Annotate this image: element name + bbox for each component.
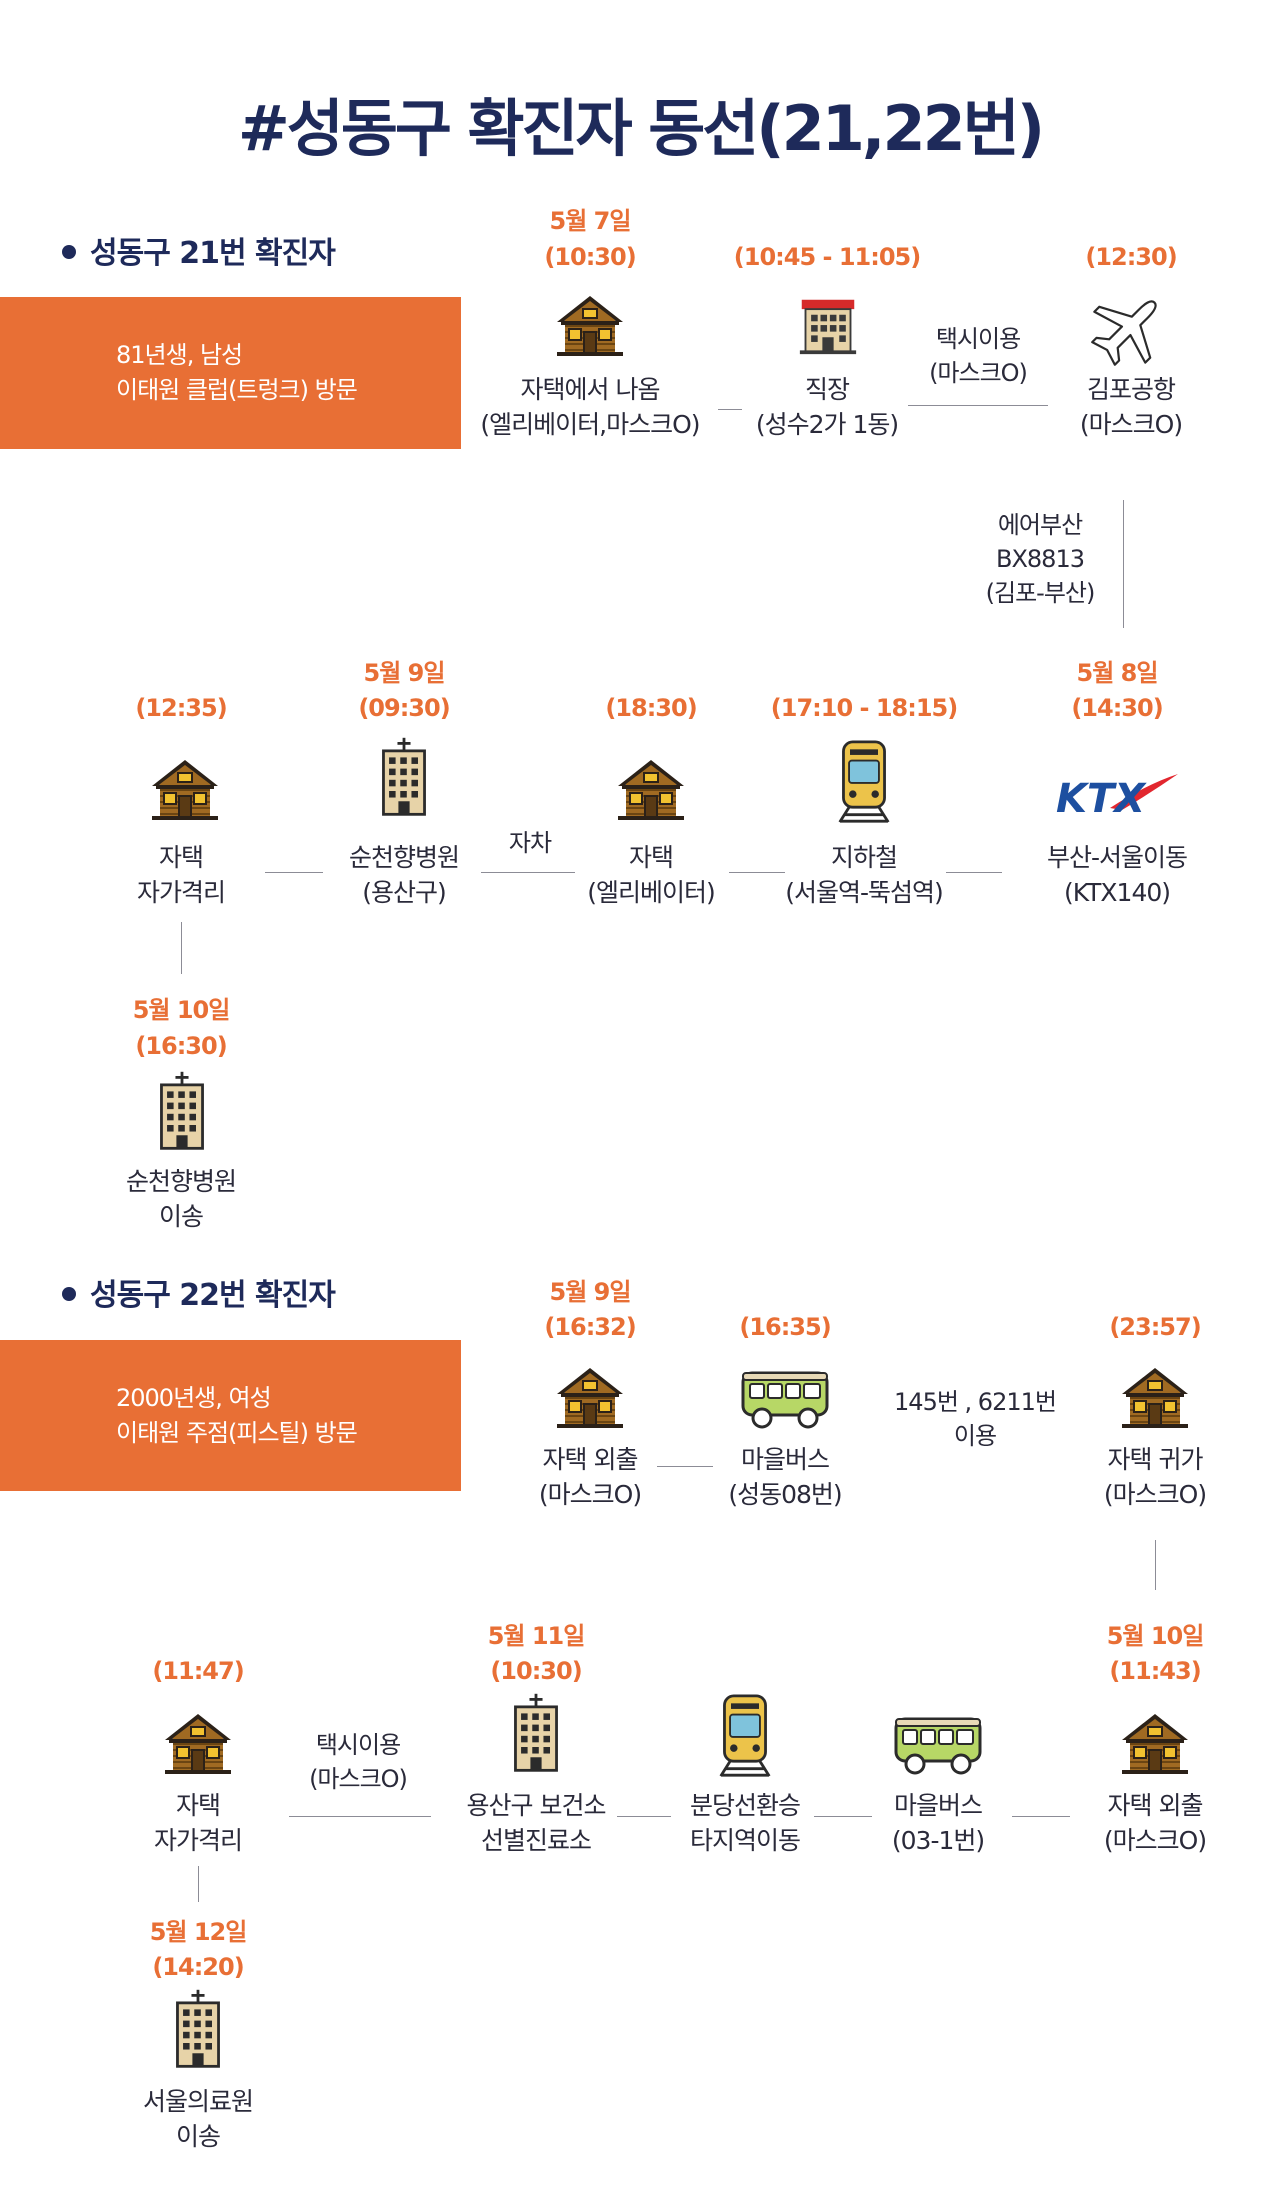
route-stop-label: 마을버스(03-1번)	[891, 1791, 985, 1855]
hospital-icon	[154, 1070, 210, 1152]
route-stop-label: 자택(엘리베이터)	[587, 843, 716, 907]
route-connector	[718, 409, 742, 410]
route-stop-label: 순천향병원(용산구)	[348, 843, 460, 907]
hospital-icon	[376, 736, 432, 818]
route-connector	[265, 872, 323, 873]
route-stop-label: 마을버스(성동08번)	[728, 1445, 842, 1509]
route-stop-label: 직장(성수2가 1동)	[755, 375, 899, 439]
case22-profile-box: 2000년생, 여성 이태원 주점(피스틸) 방문	[0, 1340, 461, 1491]
time-label: (09:30)	[358, 694, 450, 722]
profile-line1: 2000년생, 여성	[116, 1383, 272, 1412]
house-icon	[1118, 1364, 1192, 1428]
house-icon	[161, 1710, 235, 1774]
route-connector	[946, 872, 1002, 873]
train-icon	[836, 740, 892, 824]
route-connector	[908, 405, 1048, 406]
time-label: (17:10 - 18:15)	[770, 694, 958, 722]
route-connector	[729, 872, 785, 873]
time-label: (16:32)	[544, 1313, 636, 1341]
time-label: (10:30)	[544, 243, 636, 271]
hospital-icon	[508, 1692, 564, 1774]
route-connector	[181, 922, 182, 974]
date-label: 5월 10일	[1106, 1622, 1205, 1650]
route-connector	[289, 1816, 431, 1817]
case22-heading: 성동구 22번 확진자	[62, 1270, 336, 1314]
route-stop-label: 자택에서 나옴(엘리베이터,마스크O)	[480, 375, 700, 439]
route-stop-label: 자택 외출(마스크O)	[1103, 1791, 1207, 1855]
time-label: (18:30)	[605, 694, 697, 722]
date-label: 5월 7일	[549, 207, 632, 235]
time-label: (23:57)	[1109, 1313, 1201, 1341]
profile-line2: 이태원 주점(피스틸) 방문	[116, 1418, 358, 1447]
house-icon	[553, 292, 627, 356]
house-icon	[1118, 1710, 1192, 1774]
route-stop-label: 자택 귀가(마스크O)	[1103, 1445, 1207, 1509]
time-label: (16:30)	[135, 1032, 227, 1060]
case21-heading: 성동구 21번 확진자	[62, 228, 336, 272]
transport-note: 자차	[508, 829, 552, 857]
house-icon	[614, 756, 688, 820]
time-label: (10:30)	[490, 1657, 582, 1685]
ktx-logo: KTX	[1056, 774, 1178, 820]
time-label: (11:47)	[152, 1657, 244, 1685]
house-icon	[553, 1364, 627, 1428]
train-icon	[717, 1694, 773, 1778]
page-title: #성동구 확진자 동선(21,22번)	[237, 92, 1045, 165]
airplane-icon	[1087, 288, 1171, 368]
route-connector	[657, 1466, 713, 1467]
time-label: (12:30)	[1085, 243, 1177, 271]
route-connector	[481, 872, 575, 873]
time-label: (14:20)	[152, 1953, 244, 1981]
date-label: 5월 8일	[1076, 659, 1159, 687]
route-connector	[617, 1816, 671, 1817]
house-icon	[148, 756, 222, 820]
time-label: (12:35)	[135, 694, 227, 722]
date-label: 5월 12일	[149, 1918, 248, 1946]
route-stop-label: 부산-서울이동(KTX140)	[1046, 843, 1188, 907]
transport-note: 택시이용(마스크O)	[309, 1731, 408, 1793]
route-stop-label: 김포공항(마스크O)	[1079, 375, 1183, 439]
route-stop-label: 자택 외출(마스크O)	[538, 1445, 642, 1509]
time-label: (10:45 - 11:05)	[733, 243, 921, 271]
date-label: 5월 10일	[132, 996, 231, 1024]
date-label: 5월 9일	[549, 1278, 632, 1306]
svg-text:KTX: KTX	[1056, 776, 1147, 820]
bullet-icon	[62, 244, 76, 259]
transport-note: 택시이용(마스크O)	[929, 325, 1028, 387]
bus-icon	[893, 1716, 983, 1776]
profile-line2: 이태원 클럽(트렁크) 방문	[116, 376, 358, 404]
route-connector	[1123, 500, 1124, 628]
route-connector	[1012, 1816, 1070, 1817]
bullet-icon	[62, 1286, 76, 1301]
case21-profile-box: 81년생, 남성 이태원 클럽(트렁크) 방문	[0, 297, 461, 449]
route-connector	[1155, 1540, 1156, 1590]
time-label: (11:43)	[1109, 1657, 1201, 1685]
time-label: (14:30)	[1071, 694, 1163, 722]
route-connector	[814, 1816, 872, 1817]
route-connector	[198, 1866, 199, 1902]
office-building-icon	[796, 296, 860, 356]
date-label: 5월 11일	[487, 1622, 586, 1650]
hospital-icon	[170, 1988, 226, 2070]
profile-line1: 81년생, 남성	[116, 341, 243, 369]
route-stop-label: 지하철(서울역-뚝섬역)	[785, 843, 944, 907]
bus-icon	[740, 1370, 830, 1430]
time-label: (16:35)	[739, 1313, 831, 1341]
date-label: 5월 9일	[363, 659, 446, 687]
